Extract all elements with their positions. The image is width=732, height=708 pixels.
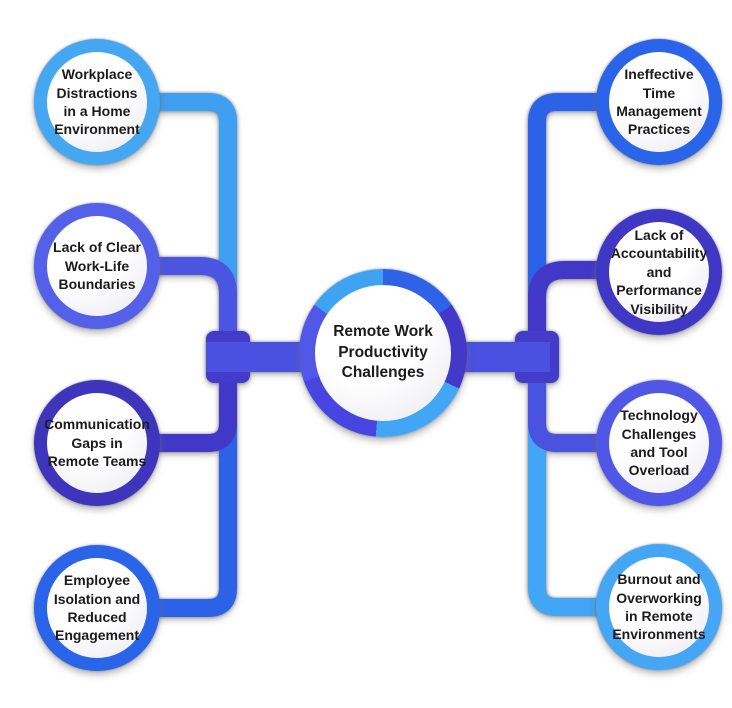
node-label: Burnout and Overworking in Remote Enviro… xyxy=(612,571,706,643)
connector-worklife-boundaries xyxy=(150,257,237,362)
node-circle: Lack of Accountability and Performance V… xyxy=(609,222,709,322)
connector-communication-gaps xyxy=(150,352,237,452)
node-label: Technology Challenges and Tool Overload xyxy=(620,407,698,479)
node-central-topic[interactable]: Remote Work Productivity Challenges xyxy=(299,269,467,437)
node-label: Employee Isolation and Reduced Engagemen… xyxy=(53,572,141,644)
node-circle: Communication Gaps in Remote Teams xyxy=(44,393,150,493)
node-circle: Workplace Distractions in a Home Environ… xyxy=(47,52,147,152)
node-worklife-boundaries[interactable]: Lack of Clear Work-Life Boundaries xyxy=(34,203,160,329)
node-workplace-distractions[interactable]: Workplace Distractions in a Home Environ… xyxy=(34,39,160,165)
node-burnout[interactable]: Burnout and Overworking in Remote Enviro… xyxy=(596,544,722,670)
central-topic-label: Remote Work Productivity Challenges xyxy=(333,322,433,382)
connector-ineffective-time xyxy=(528,93,606,300)
node-employee-isolation[interactable]: Employee Isolation and Reduced Engagemen… xyxy=(34,545,160,671)
node-label: Ineffective Time Management Practices xyxy=(616,66,702,138)
node-technology-overload[interactable]: Technology Challenges and Tool Overload xyxy=(596,380,722,506)
connector-accountability xyxy=(528,261,606,362)
node-circle: Ineffective Time Management Practices xyxy=(609,52,709,152)
node-circle: Technology Challenges and Tool Overload xyxy=(609,393,709,493)
connector-technology-overload xyxy=(528,352,606,452)
node-label: Lack of Accountability and Performance V… xyxy=(610,226,708,317)
node-accountability[interactable]: Lack of Accountability and Performance V… xyxy=(596,209,722,335)
node-ineffective-time[interactable]: Ineffective Time Management Practices xyxy=(596,39,722,165)
node-circle: Lack of Clear Work-Life Boundaries xyxy=(47,216,147,316)
node-label: Workplace Distractions in a Home Environ… xyxy=(54,66,140,138)
node-circle: Burnout and Overworking in Remote Enviro… xyxy=(609,557,709,657)
node-circle: Employee Isolation and Reduced Engagemen… xyxy=(47,558,147,658)
node-label: Communication Gaps in Remote Teams xyxy=(44,416,150,470)
node-communication-gaps[interactable]: Communication Gaps in Remote Teams xyxy=(34,380,160,506)
node-circle: Remote Work Productivity Challenges xyxy=(315,285,451,421)
node-label: Lack of Clear Work-Life Boundaries xyxy=(53,239,141,293)
connector-employee-isolation xyxy=(150,352,237,617)
connector-burnout xyxy=(528,352,606,616)
connector-workplace-distractions xyxy=(150,93,237,300)
